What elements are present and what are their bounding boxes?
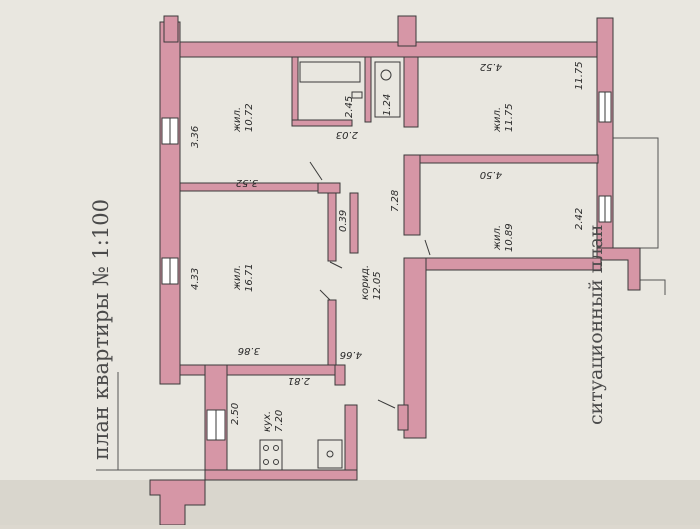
room-2-name: жил. [232, 265, 243, 291]
dim-3-86: 3.86 [238, 345, 260, 356]
walls [149, 15, 641, 526]
room-3-area: 11.75 [504, 103, 515, 132]
dim-4-66: 4.66 [340, 349, 362, 360]
dim-11-75: 11.75 [574, 61, 585, 90]
room-4-area: 10.89 [504, 223, 515, 252]
corridor-name: корид. [360, 265, 371, 300]
dim-2-81: 2.81 [288, 375, 310, 386]
paper-shadow [0, 480, 700, 525]
dim-2-50: 2.50 [230, 403, 241, 425]
dim-3-52: 3.52 [236, 177, 258, 188]
kitchen-name: кух. [262, 411, 273, 432]
dim-2-03: 2.03 [336, 129, 358, 140]
corridor-area: 12.05 [372, 271, 383, 300]
dim-0-39: 0.39 [338, 210, 349, 232]
room-1-name: жил. [232, 107, 243, 133]
kitchen-sink [317, 439, 343, 469]
bath-area-1: 2.45 [344, 96, 355, 118]
dim-2-42: 2.42 [574, 208, 585, 230]
door-marks [309, 161, 431, 409]
bath-area-2: 1.24 [382, 94, 393, 116]
room-2-area: 16.71 [244, 263, 255, 292]
dim-4-33: 4.33 [190, 268, 201, 290]
kitchen-stove [259, 439, 283, 471]
room-1-area: 10.72 [244, 103, 255, 132]
dim-7-28: 7.28 [390, 190, 401, 212]
dim-3-36: 3.36 [190, 126, 201, 148]
bathroom-fixtures [299, 61, 401, 118]
plan-title: план квартиры № 1:100 [89, 199, 113, 460]
room-4-name: жил. [492, 225, 503, 251]
dim-4-52: 4.52 [480, 61, 502, 72]
situational-plan-label: ситуационный план [585, 224, 607, 425]
situational-outline [96, 137, 666, 471]
kitchen-area: 7.20 [274, 410, 285, 432]
dim-4-50: 4.50 [480, 169, 502, 180]
room-3-name: жил. [492, 107, 503, 133]
window-lines [169, 92, 606, 440]
